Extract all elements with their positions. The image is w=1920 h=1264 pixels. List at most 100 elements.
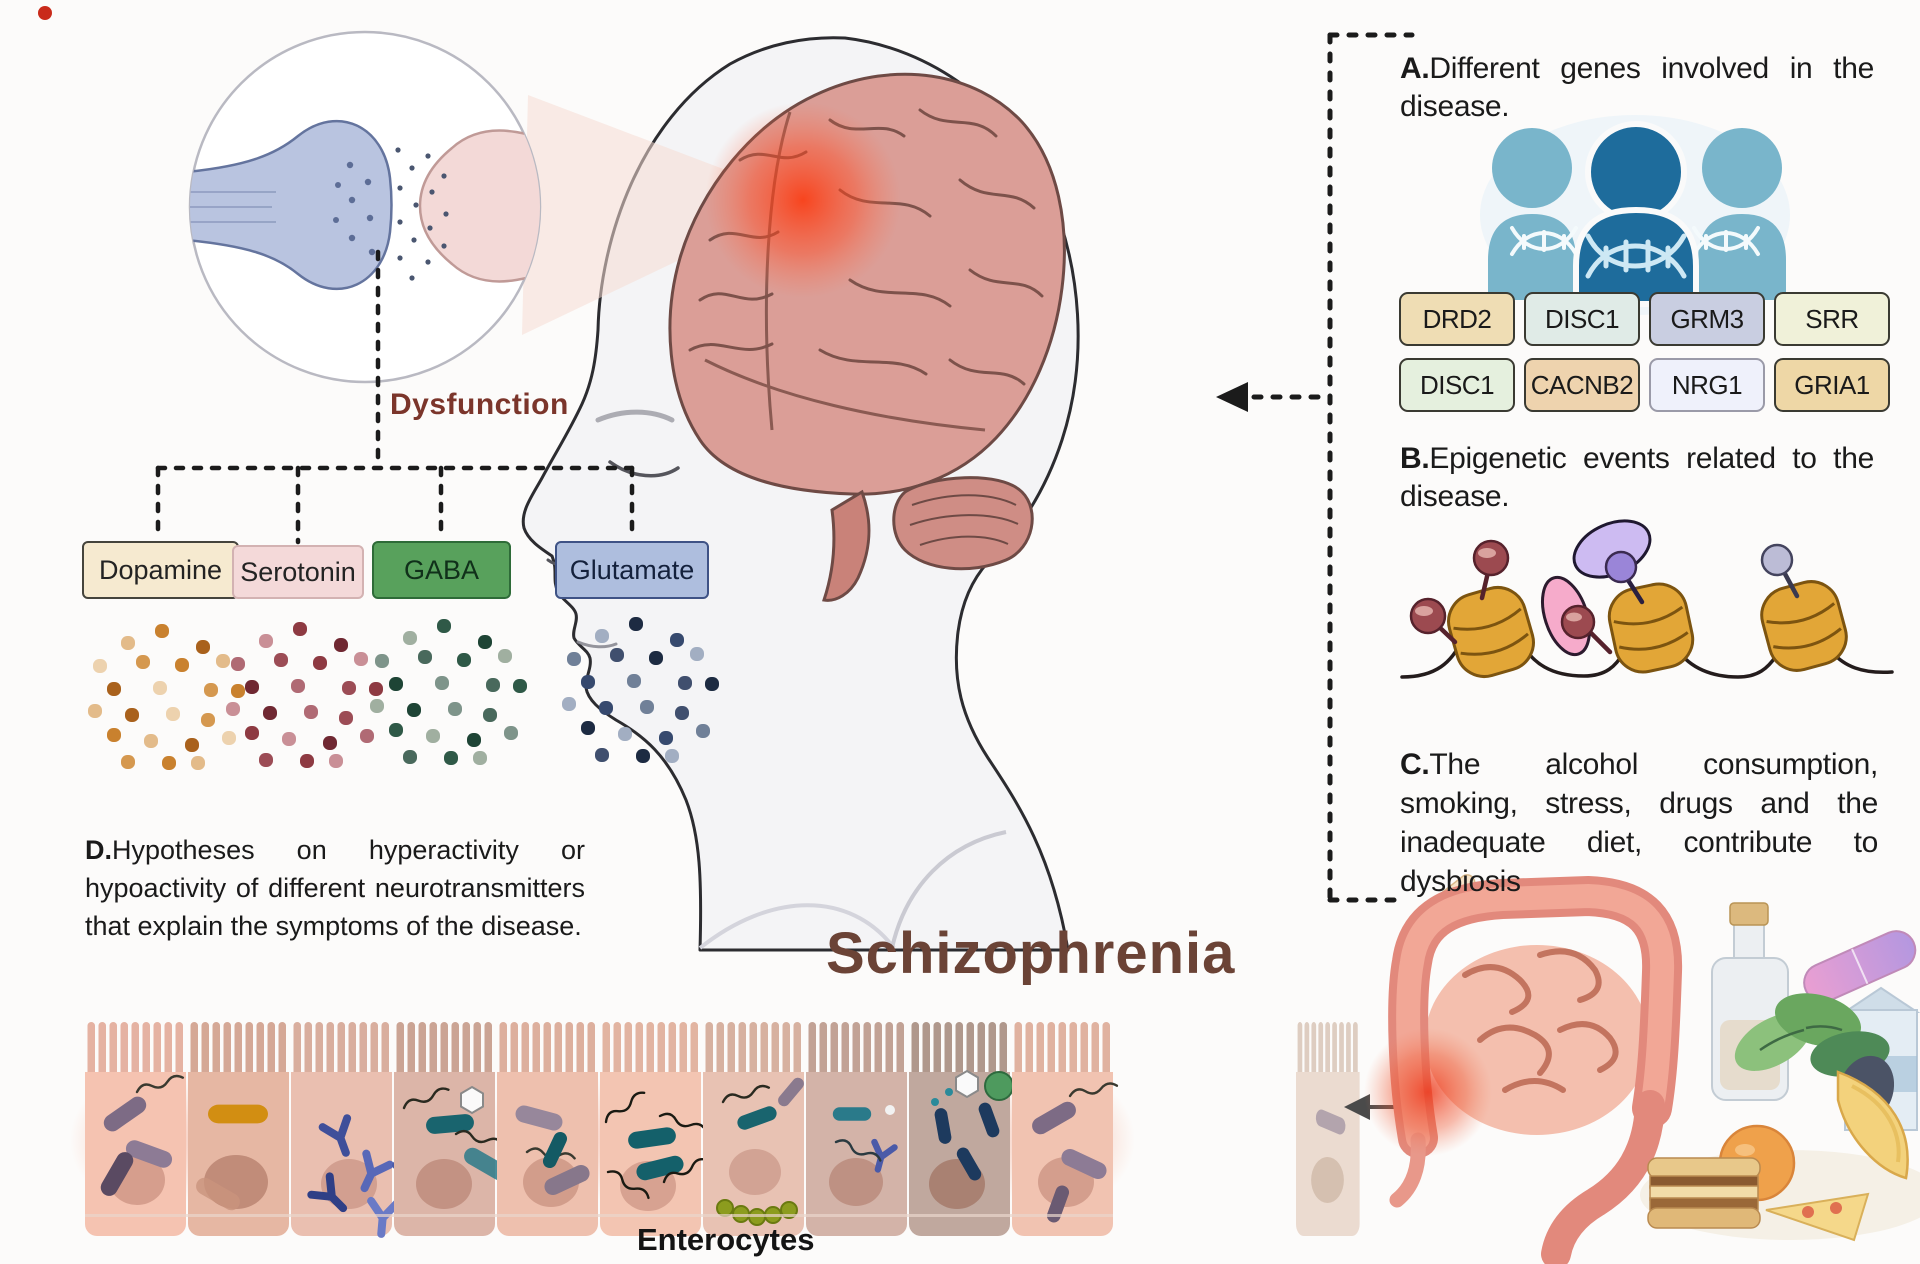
neurotransmitter-dot (562, 697, 576, 711)
neurotransmitter-dot (300, 754, 314, 768)
neurotransmitter-dot (389, 677, 403, 691)
dysfunction-label: Dysfunction (390, 388, 569, 421)
neurotransmitter-dot (369, 682, 383, 696)
neurotransmitter-dot (282, 732, 296, 746)
gaba-dot-cluster (360, 605, 527, 765)
text-line: dysbiosis (1400, 865, 1521, 898)
pizza-icon (1765, 1192, 1870, 1242)
neurotransmitter-dot (675, 706, 689, 720)
text-line: D.Hypotheses on hyperactivity or (85, 835, 585, 865)
text-line: that explain the symptoms of the disease… (85, 910, 582, 941)
neurotransmitter-dot (670, 633, 684, 647)
text-line: C.The alcohol consumption, (1400, 748, 1878, 781)
synapse-zoom-beam (522, 95, 805, 335)
neurotransmitter-dot (166, 707, 180, 721)
neurotransmitter-dot (486, 678, 500, 692)
neurotransmitter-dot (342, 681, 356, 695)
neurotransmitter-dot (93, 659, 107, 673)
neurotransmitter-dot (245, 680, 259, 694)
dysfunction-connectors (155, 249, 635, 545)
bracket-arrowhead (1216, 382, 1248, 412)
neurotransmitter-dot (375, 654, 389, 668)
neurotransmitter-dot (403, 750, 417, 764)
neurotransmitter-dot (274, 653, 288, 667)
neurotransmitter-dot (504, 726, 518, 740)
neurotransmitter-dot (231, 657, 245, 671)
neurotransmitter-dot (216, 654, 230, 668)
neurotransmitter-dot (498, 649, 512, 663)
neurotransmitter-dot (125, 708, 139, 722)
neurotransmitter-dot (144, 734, 158, 748)
neurotransmitter-dot (599, 701, 613, 715)
neurotransmitter-dot (448, 702, 462, 716)
glutamate-dot-cluster (552, 603, 719, 763)
presynaptic-terminal (190, 119, 393, 291)
neurotransmitter-dot (222, 731, 236, 745)
neurotransmitter-dot (581, 675, 595, 689)
neurotransmitter-dot (678, 676, 692, 690)
brain-illustration (668, 72, 1066, 602)
neurotransmitter-dot (339, 711, 353, 725)
neurotransmitter-dot (88, 704, 102, 718)
neurotransmitter-dot (291, 679, 305, 693)
text-line: inadequate diet, contribute to (1400, 826, 1878, 859)
gene-box-drd2: DRD2 (1399, 292, 1515, 346)
neurotransmitter-dot (403, 631, 417, 645)
neurotransmitter-dot (231, 684, 245, 698)
neurotransmitter-dot (201, 713, 215, 727)
neurotransmitter-dot (107, 682, 121, 696)
neurotransmitter-dot (426, 729, 440, 743)
dysbiosis-panel-text: C.The alcohol consumption, smoking, stres… (1400, 745, 1878, 901)
neurotransmitter-dot (640, 700, 654, 714)
neurotransmitter-dot (389, 723, 403, 737)
neurotransmitter-dot (204, 683, 218, 697)
neurotransmitter-dot (354, 652, 368, 666)
neurotransmitter-dot (329, 754, 343, 768)
neurotransmitter-dot (629, 617, 643, 631)
serotonin-dot-cluster (216, 608, 383, 768)
leafy-greens-icon (1734, 993, 1895, 1125)
neurotransmitter-dot (618, 727, 632, 741)
neurotransmitter-dot (263, 706, 277, 720)
neurotransmitter-dot (245, 726, 259, 740)
neurotransmitter-dot (478, 635, 492, 649)
text-line: disease. (1400, 90, 1510, 124)
gene-box-gria1: GRIA1 (1774, 358, 1890, 412)
neurotransmitter-dot (610, 648, 624, 662)
neurotransmitter-dot (153, 681, 167, 695)
neurotransmitter-box-serotonin: Serotonin (232, 545, 364, 599)
text-line: smoking, stress, drugs and the (1400, 787, 1878, 820)
sandwich-icon (1647, 1157, 1761, 1229)
gene-box-grm3: GRM3 (1649, 292, 1765, 346)
dopamine-dot-cluster (78, 610, 245, 770)
neurotransmitter-dot (665, 749, 679, 763)
right-panel-bracket (1247, 32, 1415, 903)
neurotransmitter-box-gaba: GABA (372, 541, 511, 599)
neurotransmitter-dot (627, 674, 641, 688)
neurotransmitter-dot (313, 656, 327, 670)
intestine-illustration (1364, 874, 1683, 1264)
neurotransmitter-dot (581, 721, 595, 735)
neurotransmitter-dot (360, 729, 374, 743)
gene-box-disc1-2: DISC1 (1399, 358, 1515, 412)
neurotransmitter-dot (513, 679, 527, 693)
neurotransmitter-dot (418, 650, 432, 664)
neurotransmitter-dot (175, 658, 189, 672)
neurotransmitter-dot (595, 748, 609, 762)
neurotransmitter-dot (323, 736, 337, 750)
neurotransmitter-dot (185, 738, 199, 752)
banana-icon (1836, 1070, 1909, 1180)
neurotransmitter-dot (293, 622, 307, 636)
synapse-inset (188, 30, 542, 384)
neurotransmitter-dot (191, 756, 205, 770)
neurotransmitter-dot (457, 653, 471, 667)
neurotransmitter-dot (705, 677, 719, 691)
enterocytes-label: Enterocytes (637, 1222, 815, 1257)
neurotransmitter-dot (567, 652, 581, 666)
neurotransmitter-dot (696, 724, 710, 738)
enterocytes-strip (70, 1022, 1360, 1236)
